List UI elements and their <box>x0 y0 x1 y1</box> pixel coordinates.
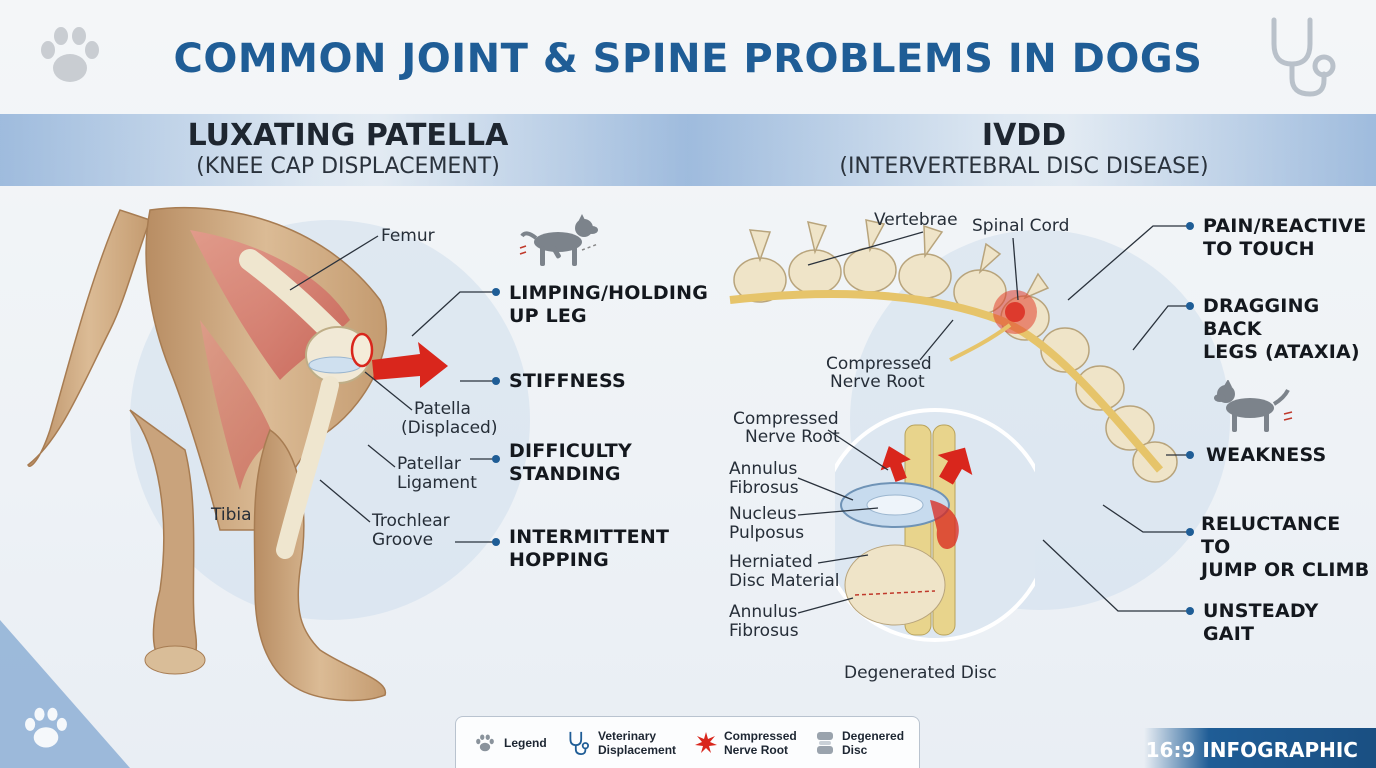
tibia-bone <box>276 376 339 559</box>
label-annulus-fibrosus: Annulus <box>729 459 798 479</box>
symptom-pain-reactive: PAIN/REACTIVE TO TOUCH <box>1203 215 1367 260</box>
symptom-stiffness: STIFFNESS <box>509 370 626 392</box>
left-section-subtitle: (KNEE CAP DISPLACEMENT) <box>196 154 500 179</box>
weak-dog-icon <box>1214 380 1293 432</box>
bullet-dot <box>492 288 500 296</box>
symptom-difficulty-standing: DIFFICULTY STANDING <box>509 440 632 485</box>
label-tibia: Tibia <box>211 505 252 525</box>
label-compressed-nerve-root-sub: Nerve Root <box>830 372 925 392</box>
label-trochlear-groove: Trochlear <box>372 511 450 531</box>
label-herniated-disc: Herniated <box>729 552 813 572</box>
dog-lower-leg <box>253 428 386 702</box>
bullet-dot <box>492 455 500 463</box>
label-compressed-nerve-root: Compressed <box>826 354 932 374</box>
dog-hind-leg-illustration <box>27 206 448 702</box>
left-section-band <box>0 114 688 186</box>
right-leader-lines <box>797 225 1193 614</box>
label-herniated-disc-sub: Disc Material <box>729 571 840 591</box>
limping-dog-icon <box>519 214 599 266</box>
legend-panel: Legend Veterinary Displacement Compresse… <box>455 716 920 768</box>
compression-core <box>1005 302 1025 322</box>
spine-illustration <box>729 219 1178 483</box>
herniated-material <box>930 500 959 550</box>
disc-nucleus <box>866 494 924 516</box>
label-patellar-ligament: Patellar <box>397 454 461 474</box>
paw-icon <box>41 27 99 82</box>
stethoscope-icon <box>569 731 589 756</box>
label-spinal-cord: Spinal Cord <box>972 216 1070 236</box>
legend-item-degenerated-disc: Degenered Disc <box>814 729 904 757</box>
bullet-dot <box>1186 451 1194 459</box>
patella-bone <box>350 332 374 368</box>
nerve-root <box>949 323 1012 362</box>
legend-item-legend: Legend <box>474 733 547 753</box>
label-annulus-fibrosus-2: Annulus <box>729 602 798 622</box>
left-leader-lines <box>289 235 495 543</box>
displacement-arrow <box>372 342 448 388</box>
stethoscope-icon <box>1271 17 1336 97</box>
label-patella-sub: (Displaced) <box>401 418 498 438</box>
format-badge: 16:9 INFOGRAPHIC <box>1144 728 1376 768</box>
bullet-dot <box>492 538 500 546</box>
bullet-dot <box>492 377 500 385</box>
label-compressed-nerve-root-2-sub: Nerve Root <box>745 427 840 447</box>
right-section-title: IVDD <box>981 118 1067 153</box>
symptom-unsteady-gait: UNSTEADY GAIT <box>1203 600 1319 645</box>
label-annulus-fibrosus-sub: Fibrosus <box>729 478 799 498</box>
label-nucleus-pulposus-sub: Pulposus <box>729 523 805 543</box>
compression-arrow-left <box>880 446 911 482</box>
paw-icon <box>25 707 67 748</box>
vertebral-body <box>844 544 946 626</box>
dog-tail <box>27 209 151 467</box>
burst-icon <box>695 732 717 753</box>
right-section-band <box>688 114 1376 186</box>
paw-icon <box>476 734 494 752</box>
format-badge-label: 16:9 INFOGRAPHIC <box>1145 738 1358 762</box>
right-section-subtitle: (INTERVERTEBRAL DISC DISEASE) <box>839 154 1209 179</box>
label-patellar-ligament-sub: Ligament <box>397 473 477 493</box>
label-trochlear-groove-sub: Groove <box>372 530 434 550</box>
label-compressed-nerve-root-2: Compressed <box>733 409 839 429</box>
thigh-muscle-lower <box>200 320 275 490</box>
bullet-dot <box>1186 222 1194 230</box>
corner-decoration <box>0 620 130 768</box>
label-nucleus-pulposus: Nucleus <box>729 504 797 524</box>
label-femur: Femur <box>381 226 435 246</box>
dog-thigh <box>145 206 388 531</box>
symptom-dragging-back-legs: DRAGGING BACK LEGS (ATAXIA) <box>1203 295 1360 363</box>
compression-arrow <box>937 447 973 485</box>
legend-item-veterinary: Veterinary Displacement <box>568 729 676 757</box>
disc-icon <box>817 732 833 754</box>
bullet-dot <box>1186 528 1194 536</box>
dog-paw <box>144 645 206 675</box>
symptom-intermittent-hopping: INTERMITTENT HOPPING <box>509 526 670 571</box>
left-section-title: LUXATING PATELLA <box>187 118 509 153</box>
label-annulus-fibrosus-2-sub: Fibrosus <box>729 621 799 641</box>
bullet-dot <box>1186 302 1194 310</box>
label-vertebrae: Vertebrae <box>874 210 958 230</box>
legend-item-compressed-nerve: Compressed Nerve Root <box>694 729 797 757</box>
label-patella: Patella <box>414 399 471 419</box>
bullet-dot <box>1186 607 1194 615</box>
symptom-weakness: WEAKNESS <box>1206 444 1327 466</box>
symptom-reluctance-jump: RELUCTANCE TO JUMP OR CLIMB <box>1201 513 1370 581</box>
symptom-limping: LIMPING/HOLDING UP LEG <box>509 282 709 327</box>
label-degenerated-disc: Degenerated Disc <box>844 663 997 683</box>
page-title: COMMON JOINT & SPINE PROBLEMS IN DOGS <box>173 36 1203 82</box>
